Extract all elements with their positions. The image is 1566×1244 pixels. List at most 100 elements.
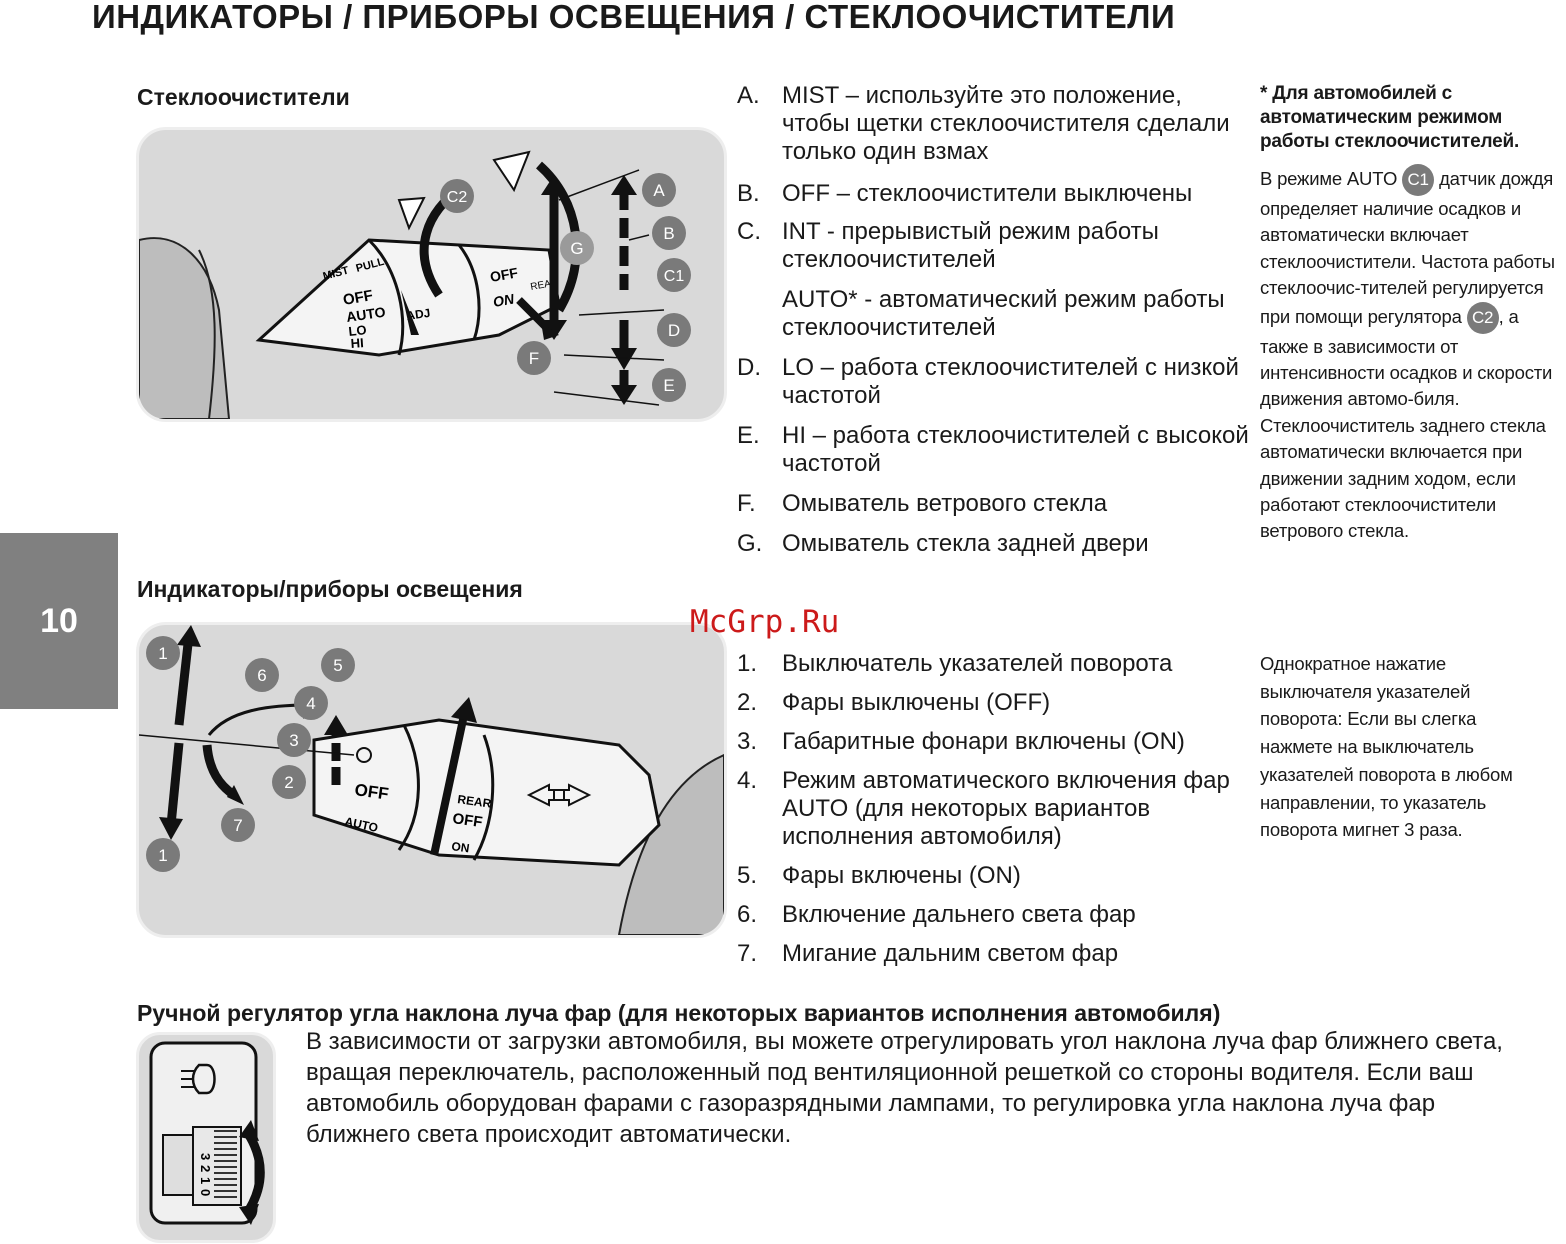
turn-signal-note: Однократное нажатие выключателя указател…	[1260, 653, 1513, 841]
leveling-heading: Ручной регулятор угла наклона луча фар (…	[137, 1000, 1221, 1026]
list-marker: D.	[737, 354, 761, 381]
callout-g: G	[560, 231, 594, 265]
list-item: 6.Включение дальнего света фар	[737, 901, 1252, 929]
lights-illustration: OFF AUTO REAR OFF ON 1 1 2 3 4 5 6 7	[139, 625, 724, 935]
callout-3-text: 3	[289, 731, 298, 750]
callout-5-text: 5	[333, 656, 342, 675]
list-item: F. Омыватель ветрового стекла	[737, 490, 1252, 518]
auto-wiper-note: * Для автомобилей с автоматическим режим…	[1260, 82, 1560, 545]
callout-e-text: E	[663, 376, 674, 395]
list-text: MIST – используйте это положение, чтобы …	[782, 82, 1230, 165]
list-text: Мигание дальним светом фар	[782, 940, 1119, 967]
light-ring-edge-2	[472, 734, 495, 861]
callout-3: 3	[277, 723, 311, 757]
wiper-figure: MIST PULL OFF AUTO LO HI ADJ OFF ON REAR	[136, 127, 727, 422]
stalk-hi-arrow-head	[611, 385, 637, 405]
turn-down-arrow-head	[159, 817, 183, 840]
wiper-illustration: MIST PULL OFF AUTO LO HI ADJ OFF ON REAR	[139, 150, 691, 419]
dial-number-2: 2	[198, 1165, 213, 1172]
list-text: OFF – стеклоочистители выключены	[782, 180, 1193, 207]
wiper-stalk	[255, 238, 561, 357]
auto-wiper-note-p3: , а также в зависимости от интенсивности…	[1260, 305, 1553, 542]
list-item: G.Омыватель стекла задней двери	[737, 530, 1252, 558]
callout-c1: C1	[657, 258, 691, 292]
callout-1-bottom: 1	[146, 838, 180, 872]
list-text: Выключатель указателей поворота	[782, 650, 1173, 677]
lights-list: 1. Выключатель указателей поворота 2. Фары…	[737, 650, 1252, 968]
dial-number-0: 0	[198, 1189, 213, 1196]
leader-a	[558, 169, 640, 201]
rear-fog-arrow	[430, 714, 468, 856]
turn-up-arrow	[174, 634, 194, 726]
list-item: 3.Габаритные фонари включены (ON)	[737, 728, 1252, 756]
list-text: Режим автоматического включения фар AUTO…	[782, 767, 1230, 850]
callout-d: D	[657, 313, 691, 347]
list-marker: C.	[737, 218, 761, 245]
list-marker: F.	[737, 490, 756, 517]
flash-arrow	[202, 744, 237, 799]
f-washer-arrow-head	[541, 322, 559, 340]
label-ring-on: ON	[492, 290, 516, 310]
list-text: Омыватель ветрового стекла	[782, 490, 1108, 517]
list-marker: A.	[737, 82, 760, 109]
list-marker: 1.	[737, 650, 758, 677]
watermark: McGrp.Ru	[690, 604, 840, 640]
leader-line	[139, 734, 355, 756]
list-item: D.LO – работа стеклоочистителей с низкой…	[737, 354, 1252, 410]
dial-ridges	[214, 1130, 237, 1198]
list-text: Фары включены (ON)	[782, 862, 1021, 889]
turn-signal-left-icon	[526, 783, 565, 807]
list-marker	[737, 286, 782, 342]
stalk-up-arrow	[611, 175, 637, 195]
label-lo: LO	[348, 322, 368, 339]
callout-c1-text: C1	[664, 268, 685, 285]
turn-signal-right-icon	[553, 783, 592, 807]
leveling-text: В зависимости от загрузки автомобиля, вы…	[306, 1028, 1503, 1148]
callout-4: 4	[294, 686, 328, 720]
callout-5: 5	[321, 648, 355, 682]
label-ring-off: OFF	[489, 264, 520, 285]
label-on: ON	[451, 839, 471, 855]
dial-number-1: 1	[198, 1177, 213, 1184]
c2-arrow-head	[397, 196, 426, 231]
list-marker: 2.	[737, 689, 758, 716]
wiper-modes-list: A. MIST – используйте это положение, чтоб…	[737, 82, 1252, 558]
callout-a: A	[642, 173, 676, 207]
label-auto: AUTO	[345, 304, 386, 325]
label-off-2: OFF	[451, 810, 483, 831]
label-off: OFF	[342, 287, 374, 309]
label-hi: HI	[350, 335, 364, 351]
label-rear: REAR	[457, 792, 493, 811]
list-text: AUTO* - автоматический режим работы стек…	[782, 286, 1225, 341]
list-item: A. MIST – используйте это положение, чтоб…	[737, 82, 1252, 166]
callout-f: F	[517, 341, 551, 375]
stalk-lo-arrow-head	[611, 348, 637, 370]
list-marker: 3.	[737, 728, 758, 755]
callout-7-text: 7	[233, 816, 242, 835]
callout-c2-text: C2	[447, 189, 468, 206]
page-title: ИНДИКАТОРЫ / ПРИБОРЫ ОСВЕЩЕНИЯ / СТЕКЛОО…	[92, 0, 1176, 35]
badge-c2: C2	[1466, 301, 1499, 334]
callout-6-text: 6	[257, 666, 266, 685]
list-marker: 4.	[737, 767, 758, 794]
callout-a-text: A	[653, 181, 665, 200]
leader-de	[563, 354, 665, 361]
dial-housing	[162, 1134, 194, 1196]
adj-wedge-icon	[401, 290, 419, 335]
list-marker: E.	[737, 422, 760, 449]
list-text: INT - прерывистый режим работы стеклоочи…	[782, 218, 1159, 273]
label-auto: AUTO	[343, 814, 379, 835]
list-text: HI – работа стеклоочистителей с высокой …	[782, 422, 1249, 477]
dial-number-3: 3	[198, 1153, 213, 1160]
dial-rotate-arrow	[245, 1132, 265, 1213]
column-shape	[139, 237, 231, 419]
callout-2-text: 2	[284, 773, 293, 792]
list-marker: 7.	[737, 940, 758, 967]
column-edge	[198, 249, 216, 419]
callout-c2: C2	[440, 179, 474, 213]
auto-wiper-note-title: * Для автомобилей с автоматическим режим…	[1260, 83, 1520, 152]
callout-1-bottom-text: 1	[158, 846, 167, 865]
list-item: C. INT - прерывистый режим работы стеклоо…	[737, 218, 1252, 274]
list-item: B.OFF – стеклоочистители выключены	[737, 180, 1252, 208]
callout-1-top: 1	[146, 636, 180, 670]
